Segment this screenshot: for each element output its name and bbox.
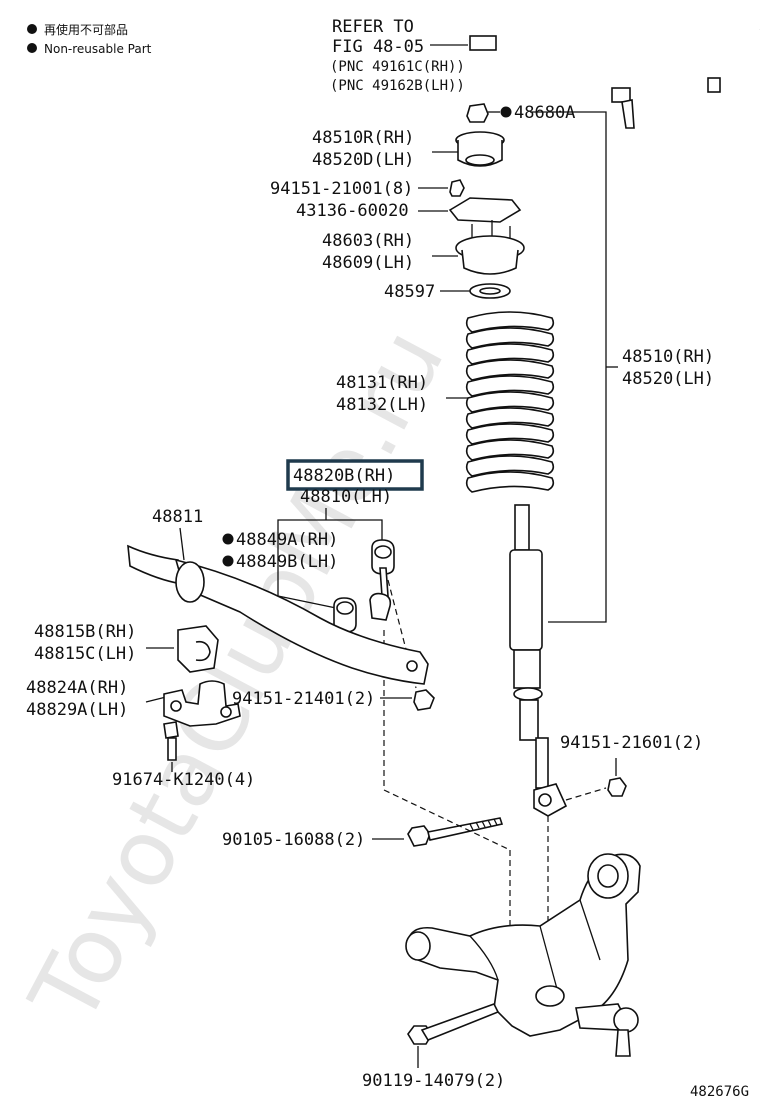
label-48520[interactable]: 48520(LH) [622,369,714,389]
lower-control-arm [405,853,641,1057]
gasket-43136 [448,197,522,223]
bushing-48849A [333,539,395,633]
nut-94151-21001 [449,179,465,197]
label-43136-60020[interactable]: 43136-60020 [296,201,409,221]
label-48597[interactable]: 48597 [384,282,435,302]
spring-coil [465,343,555,365]
spring-coil [465,471,555,493]
bolt-90119 [407,1003,500,1045]
bracket-48824A [163,680,241,727]
legend-reusable-text: 再使用不可部品 [44,22,128,37]
spring-coil [465,375,555,397]
label-48815C[interactable]: 48815C(LH) [34,644,136,664]
label-48849B[interactable]: 48849B(LH) [236,552,338,572]
label-90119-14079[interactable]: 90119-14079(2) [362,1071,505,1091]
stabilizer-bar-48811 [127,544,429,685]
label-48603[interactable]: 48603(RH) [322,231,414,251]
upper-support-48510R [455,131,505,167]
link-rod-48820B [369,567,417,790]
label-94151-21601[interactable]: 94151-21601(2) [560,733,703,753]
label-48829A[interactable]: 48829A(LH) [26,700,128,720]
label-91674-K1240[interactable]: 91674-K1240(4) [112,770,255,790]
refer-line1[interactable]: REFER TO [332,17,414,37]
spring-coil [465,359,555,381]
spring-coil [465,439,555,461]
spring-coil [465,311,555,333]
spring-coil [465,407,555,429]
label-48810[interactable]: 48810(LH) [300,487,392,507]
legend-bullet-nonreusable [27,43,37,53]
label-48520D[interactable]: 48520D(LH) [312,150,414,170]
label-48811[interactable]: 48811 [152,507,203,527]
label-48815B[interactable]: 48815B(RH) [34,622,136,642]
label-48131[interactable]: 48131(RH) [336,373,428,393]
nut-94151-21401 [413,689,435,711]
label-48609[interactable]: 48609(LH) [322,253,414,273]
spring-coil [465,391,555,413]
label-94151-21401[interactable]: 94151-21401(2) [232,689,375,709]
coil-spring-48131 [465,311,555,493]
label-48510[interactable]: 48510(RH) [622,347,714,367]
label-48132[interactable]: 48132(LH) [336,395,428,415]
label-48849A[interactable]: 48849A(RH) [236,530,338,550]
spring-coil [465,423,555,445]
shock-absorber-48510 [509,504,568,817]
figure-id: 482676G [690,1084,749,1100]
label-48680A[interactable]: 48680A [514,103,575,123]
label-90105-16088[interactable]: 90105-16088(2) [222,830,365,850]
highlight-box-48820B[interactable] [286,459,424,491]
support-48603 [455,220,525,275]
label-48824A[interactable]: 48824A(RH) [26,678,128,698]
refer-line4: (PNC 49162B(LH)) [330,78,465,94]
bushing-48815B [177,625,219,673]
nut-94151-21601 [607,777,627,797]
spring-coil [465,455,555,477]
bolt-90105-16088 [407,817,504,847]
label-48820B[interactable]: 48820B(RH) [293,466,395,486]
bolt-91674 [163,721,179,761]
label-48510R[interactable]: 48510R(RH) [312,128,414,148]
nut-48680A [466,103,489,123]
spring-coil [465,327,555,349]
refer-line3: (PNC 49161C(RH)) [330,59,465,75]
brake-hose-drawing [467,28,760,129]
legend-bullet-reusable [27,24,37,34]
refer-line2[interactable]: FIG 48-05 [332,37,424,57]
label-94151-21001[interactable]: 94151-21001(8) [270,179,413,199]
legend-nonreusable-text: Non-reusable Part [44,42,152,56]
